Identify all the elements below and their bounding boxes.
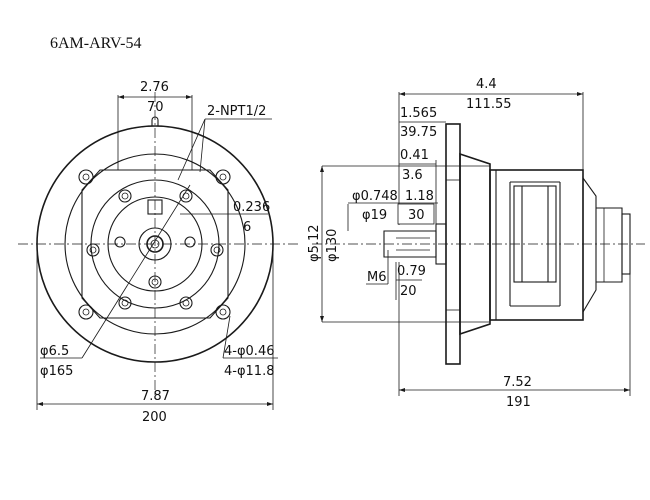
overall-len-mm: 111.55 [466,97,512,112]
shaft-len-box [397,203,435,225]
side-view: 4.4 111.55 1.565 39.75 0.41 3.6 φ0.748 φ… [307,77,645,410]
total-len-in: 7.52 [503,375,532,390]
flange-mm: 39.75 [400,125,437,140]
thread-depth-in: 0.79 [397,264,426,279]
total-len-mm: 191 [506,395,531,410]
body-dia-in: φ5.12 [307,224,322,262]
thread-depth-mm: 20 [400,284,417,299]
flange-in: 1.565 [400,106,437,121]
port-label: 2-NPT1/2 [207,104,266,119]
top-width-in: 2.76 [140,80,169,95]
overall-len-in: 4.4 [476,77,497,92]
holes-mm: 4-φ11.8 [224,364,274,379]
keyway-slot [147,199,163,215]
body-taper [459,152,491,336]
top-width-mm: 70 [147,100,164,115]
pcd-in: φ6.5 [40,344,69,359]
shaft-dia-in: φ0.748 [352,189,398,204]
end-cap [582,176,597,315]
shaft-circle [146,235,164,253]
pcd-mm: φ165 [40,364,73,379]
bolt-holes [86,189,224,310]
outer-flange-circle [36,125,274,363]
front-view: 2.76 70 2-NPT1/2 0.236 6 φ6.5 φ165 4-φ0.… [18,80,300,425]
holes-in: 4-φ0.46 [224,344,274,359]
bolt-circle [107,196,203,292]
pilot-mm: 3.6 [402,168,423,183]
drawing-title: 6AM-ARV-54 [50,35,141,52]
shaft-dia-mm: φ19 [362,208,387,223]
offset-mm: 6 [243,220,251,235]
offset-in: 0.236 [233,200,270,215]
top-notch [151,116,159,126]
motor-body [489,169,584,321]
overall-width-mm: 200 [142,410,167,425]
body-circle [64,153,246,335]
thread-label: M6 [367,270,387,285]
mounting-holes [78,169,231,320]
valve-cap [621,213,631,275]
body-dia-mm: φ130 [325,229,340,262]
shaft-center [150,239,160,249]
valve-block [596,207,623,283]
body-window [513,185,557,283]
pilot-in: 0.41 [400,148,429,163]
hub-circle [138,227,172,261]
overall-width-in: 7.87 [141,389,170,404]
shaft-len-mm: 30 [408,208,425,223]
shaft-len-in: 1.18 [405,189,434,204]
